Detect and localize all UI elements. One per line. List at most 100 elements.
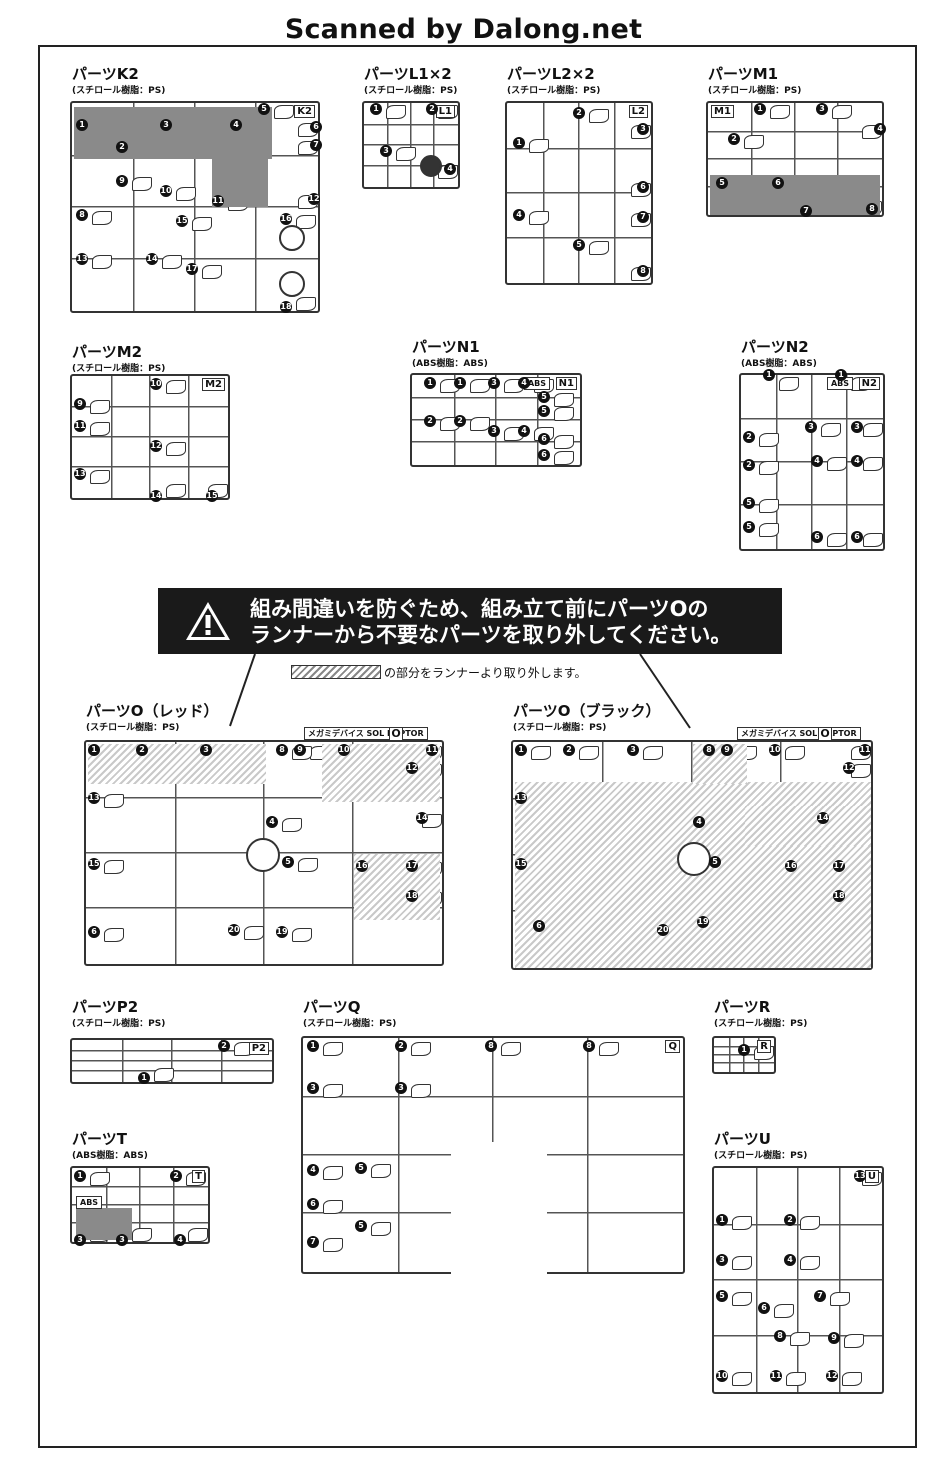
part-outline bbox=[323, 1200, 343, 1214]
part-outline bbox=[244, 926, 264, 940]
part-outline bbox=[554, 393, 574, 407]
part-number-marker: 8 bbox=[485, 1040, 497, 1052]
section-title-m2: パーツM2 bbox=[72, 343, 143, 361]
part-outline bbox=[90, 1172, 110, 1186]
part-number-marker: 9 bbox=[74, 398, 86, 410]
part-number-marker: 4 bbox=[444, 163, 456, 175]
abs-tag: ABS bbox=[76, 1196, 103, 1209]
part-outline bbox=[786, 1372, 806, 1386]
part-outline bbox=[759, 523, 779, 537]
part-outline bbox=[599, 1042, 619, 1056]
part-number-marker: 8 bbox=[866, 203, 878, 215]
part-number-marker: 5 bbox=[258, 103, 270, 115]
part-outline bbox=[92, 211, 112, 225]
warning-text: 組み間違いを防ぐため、組み立て前にパーツOの ランナーから不要なパーツを取り外し… bbox=[250, 596, 731, 648]
part-number-marker: 1 bbox=[716, 1214, 728, 1226]
part-outline bbox=[800, 1216, 820, 1230]
part-outline bbox=[323, 1042, 343, 1056]
part-number-marker: 5 bbox=[716, 1290, 728, 1302]
part-outline bbox=[166, 380, 186, 394]
part-number-marker: 12 bbox=[150, 440, 162, 452]
part-number-marker: 4 bbox=[513, 209, 525, 221]
part-number-marker: 2 bbox=[116, 141, 128, 153]
part-number-marker: 16 bbox=[280, 213, 292, 225]
removal-legend-swatch bbox=[291, 665, 381, 679]
part-outline bbox=[732, 1216, 752, 1230]
removed-area bbox=[354, 854, 440, 920]
part-number-marker: 12 bbox=[406, 762, 418, 774]
part-outline bbox=[744, 135, 764, 149]
part-number-marker: 9 bbox=[116, 175, 128, 187]
part-outline bbox=[554, 435, 574, 449]
part-outline bbox=[790, 1332, 810, 1346]
part-number-marker: 3 bbox=[200, 744, 212, 756]
part-number-marker: 6 bbox=[307, 1198, 319, 1210]
part-number-marker: 4 bbox=[874, 123, 886, 135]
part-outline bbox=[774, 1304, 794, 1318]
material-o-red: (スチロール樹脂：PS) bbox=[86, 723, 180, 733]
section-title-l1: パーツL1×2 bbox=[364, 65, 452, 83]
part-outline bbox=[154, 1068, 174, 1082]
part-outline bbox=[411, 1084, 431, 1098]
part-outline bbox=[323, 1166, 343, 1180]
part-number-marker: 8 bbox=[703, 744, 715, 756]
part-number-marker: 13 bbox=[88, 792, 100, 804]
material-r: (スチロール樹脂：PS) bbox=[714, 1019, 808, 1029]
part-number-marker: 2 bbox=[170, 1170, 182, 1182]
part-outline bbox=[371, 1164, 391, 1178]
part-number-marker: 2 bbox=[426, 103, 438, 115]
part-number-marker: 8 bbox=[276, 744, 288, 756]
runner-code-label: M1 bbox=[711, 105, 734, 118]
removed-area bbox=[710, 175, 880, 215]
part-number-marker: 8 bbox=[76, 209, 88, 221]
material-p2: (スチロール樹脂：PS) bbox=[72, 1019, 166, 1029]
section-title-q: パーツQ bbox=[303, 998, 361, 1016]
part-outline bbox=[296, 215, 316, 229]
material-n2: (ABS樹脂：ABS) bbox=[741, 359, 817, 369]
part-number-marker: 3 bbox=[307, 1082, 319, 1094]
part-outline bbox=[529, 139, 549, 153]
part-number-marker: 10 bbox=[769, 744, 781, 756]
runner-code-label: N1 bbox=[555, 377, 577, 390]
material-n1: (ABS樹脂：ABS) bbox=[412, 359, 488, 369]
part-number-marker: 12 bbox=[308, 193, 320, 205]
part-number-marker: 4 bbox=[784, 1254, 796, 1266]
part-number-marker: 5 bbox=[355, 1220, 367, 1232]
part-outline bbox=[863, 423, 883, 437]
part-number-marker: 2 bbox=[454, 415, 466, 427]
material-l1: (スチロール樹脂：PS) bbox=[364, 86, 458, 96]
part-number-marker: 11 bbox=[74, 420, 86, 432]
part-number-marker: 1 bbox=[424, 377, 436, 389]
section-title-p2: パーツP2 bbox=[72, 998, 139, 1016]
section-title-m1: パーツM1 bbox=[708, 65, 779, 83]
material-l2: (スチロール樹脂：PS) bbox=[507, 86, 601, 96]
part-outline bbox=[298, 858, 318, 872]
material-q: (スチロール樹脂：PS) bbox=[303, 1019, 397, 1029]
section-title-o-black: パーツO（ブラック） bbox=[513, 702, 661, 720]
part-number-marker: 4 bbox=[230, 119, 242, 131]
part-number-marker: 5 bbox=[573, 239, 585, 251]
part-number-marker: 3 bbox=[627, 744, 639, 756]
part-number-marker: 3 bbox=[816, 103, 828, 115]
part-outline bbox=[104, 860, 124, 874]
part-outline bbox=[827, 533, 847, 547]
part-outline bbox=[830, 1292, 850, 1306]
part-number-marker: 5 bbox=[709, 856, 721, 868]
part-number-marker: 13 bbox=[76, 253, 88, 265]
part-number-marker: 8 bbox=[774, 1330, 786, 1342]
part-outline bbox=[176, 187, 196, 201]
part-number-marker: 12 bbox=[843, 762, 855, 774]
part-number-marker: 6 bbox=[851, 531, 863, 543]
part-outline bbox=[759, 499, 779, 513]
part-number-marker: 1 bbox=[307, 1040, 319, 1052]
part-number-marker: 2 bbox=[395, 1040, 407, 1052]
warning-line-1: 組み間違いを防ぐため、組み立て前にパーツOの bbox=[250, 597, 709, 621]
part-number-marker: 6 bbox=[310, 121, 322, 133]
removed-area bbox=[74, 107, 272, 159]
part-number-marker: 6 bbox=[538, 449, 550, 461]
part-number-marker: 11 bbox=[426, 744, 438, 756]
part-outline bbox=[821, 423, 841, 437]
